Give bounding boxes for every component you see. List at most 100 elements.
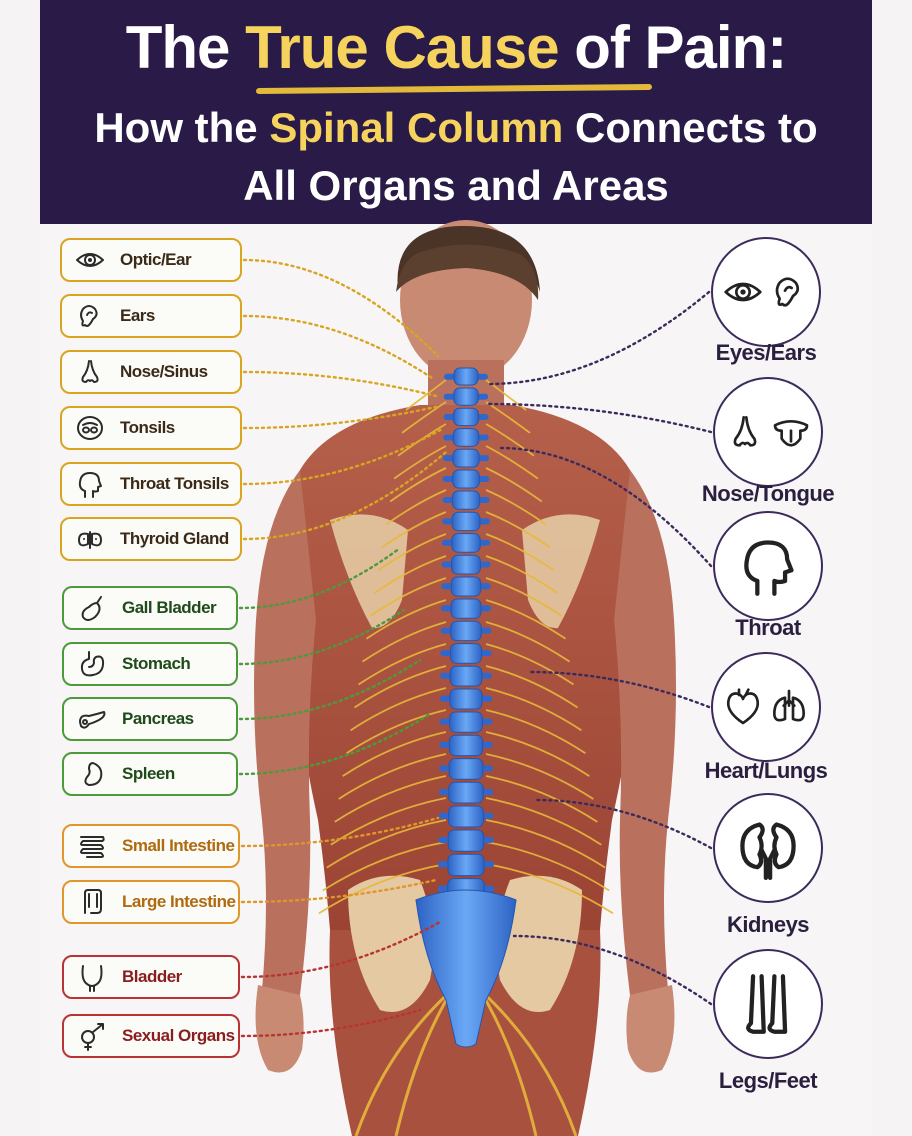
region-circle-legs-feet xyxy=(713,949,823,1059)
vertebra xyxy=(447,829,485,852)
vertebra xyxy=(452,407,480,427)
subtitle-line-1: How the Spinal Column Connects to xyxy=(94,104,818,151)
right-connector xyxy=(534,798,713,850)
organ-label-bladder: Bladder xyxy=(62,955,240,999)
ear-icon xyxy=(775,277,800,307)
nerve xyxy=(361,621,447,663)
eye-icon xyxy=(724,282,762,302)
nerve xyxy=(338,753,447,800)
label-icon-wrap xyxy=(74,884,110,920)
nerve xyxy=(485,445,539,480)
vertebra xyxy=(451,511,481,532)
nerve xyxy=(485,687,582,732)
nerve xyxy=(485,841,610,892)
left-connector xyxy=(242,450,448,541)
thyroid-icon xyxy=(78,531,102,549)
eye-icon xyxy=(76,253,104,267)
organ-label-text: Gall Bladder xyxy=(122,598,217,617)
nerve xyxy=(485,533,555,571)
left-connector xyxy=(240,816,440,848)
organ-label-nose-sinus: Nose/Sinus xyxy=(60,350,242,394)
label-icon-wrap xyxy=(72,298,108,334)
vertebra xyxy=(451,533,481,553)
nerve xyxy=(389,467,447,503)
organ-label-text: Pancreas xyxy=(122,709,194,728)
region-circle-nose-tongue xyxy=(713,377,823,487)
tongue-icon xyxy=(773,420,809,447)
nerve xyxy=(393,445,447,480)
nerve xyxy=(350,687,447,732)
nerve xyxy=(485,819,606,869)
subtitle-highlight: Spinal Column xyxy=(269,104,564,151)
vertebra xyxy=(452,448,480,468)
organ-label-spleen: Spleen xyxy=(62,752,238,796)
nerve xyxy=(485,423,535,457)
lungs-icon xyxy=(773,689,805,722)
nerve xyxy=(485,511,551,549)
region-circle-kidneys xyxy=(713,793,823,903)
region-label: Legs/Feet xyxy=(718,1068,818,1093)
label-icon-wrap xyxy=(74,646,110,682)
right-connector xyxy=(486,290,711,386)
nerve xyxy=(330,797,447,846)
tonsils-icon xyxy=(77,416,103,440)
region-label: Nose/Tongue xyxy=(701,481,835,506)
nerve xyxy=(485,379,527,411)
region-label: Heart/Lungs xyxy=(704,758,828,783)
nerve xyxy=(369,577,447,617)
left-connector xyxy=(238,608,406,666)
vertebra xyxy=(448,781,484,804)
nerve-fibers xyxy=(318,379,614,1136)
organ-label-text: Throat Tonsils xyxy=(120,474,229,493)
vertebra xyxy=(452,428,480,447)
nerve xyxy=(346,709,447,754)
vertebra xyxy=(450,598,482,619)
left-connector xyxy=(238,712,432,776)
label-icon-wrap xyxy=(72,410,108,446)
label-icon-wrap xyxy=(72,521,108,557)
nerve xyxy=(377,533,447,571)
nerve xyxy=(354,665,447,709)
vertebra xyxy=(451,490,481,510)
nerve xyxy=(485,577,563,617)
organ-label-optic-ear: Optic/Ear xyxy=(60,238,242,282)
left-connector xyxy=(240,1008,422,1038)
kidneys-icon xyxy=(740,822,796,880)
label-icon-wrap xyxy=(74,590,110,626)
right-connector xyxy=(512,934,713,1006)
gender-symbols-icon xyxy=(81,1023,104,1051)
nerve xyxy=(485,731,590,777)
label-icon-wrap xyxy=(74,1018,110,1054)
label-icon-wrap xyxy=(72,354,108,390)
vertebra xyxy=(448,758,484,780)
nerve xyxy=(357,643,447,686)
large-intestine-icon xyxy=(84,889,102,914)
organ-label-gall-bladder: Gall Bladder xyxy=(62,586,238,630)
organ-label-pancreas: Pancreas xyxy=(62,697,238,741)
nerve xyxy=(381,511,447,549)
legs-icon xyxy=(746,974,788,1034)
region-label: Throat xyxy=(735,615,801,640)
nerve xyxy=(401,401,447,434)
sacrum xyxy=(415,889,517,1048)
nose-icon xyxy=(733,416,757,447)
title-banner: The True Cause of Pain: How the Spinal C… xyxy=(40,0,872,224)
ear-icon xyxy=(80,305,98,327)
vertebra xyxy=(449,665,483,687)
organ-label-sexual-organs: Sexual Organs xyxy=(62,1014,240,1058)
nerve xyxy=(365,599,447,640)
left-connector xyxy=(242,258,440,358)
stomach-icon xyxy=(80,651,105,677)
organ-label-text: Sexual Organs xyxy=(122,1026,235,1045)
left-connector xyxy=(242,404,442,430)
nerve xyxy=(385,489,447,526)
nerve xyxy=(334,775,447,823)
vertebra xyxy=(453,367,479,386)
title-highlight: True Cause xyxy=(245,14,559,81)
organ-label-text: Thyroid Gland xyxy=(120,529,229,548)
vertebra xyxy=(449,711,483,733)
nose-icon xyxy=(81,360,99,383)
organ-label-thyroid-gland: Thyroid Gland xyxy=(60,517,242,561)
